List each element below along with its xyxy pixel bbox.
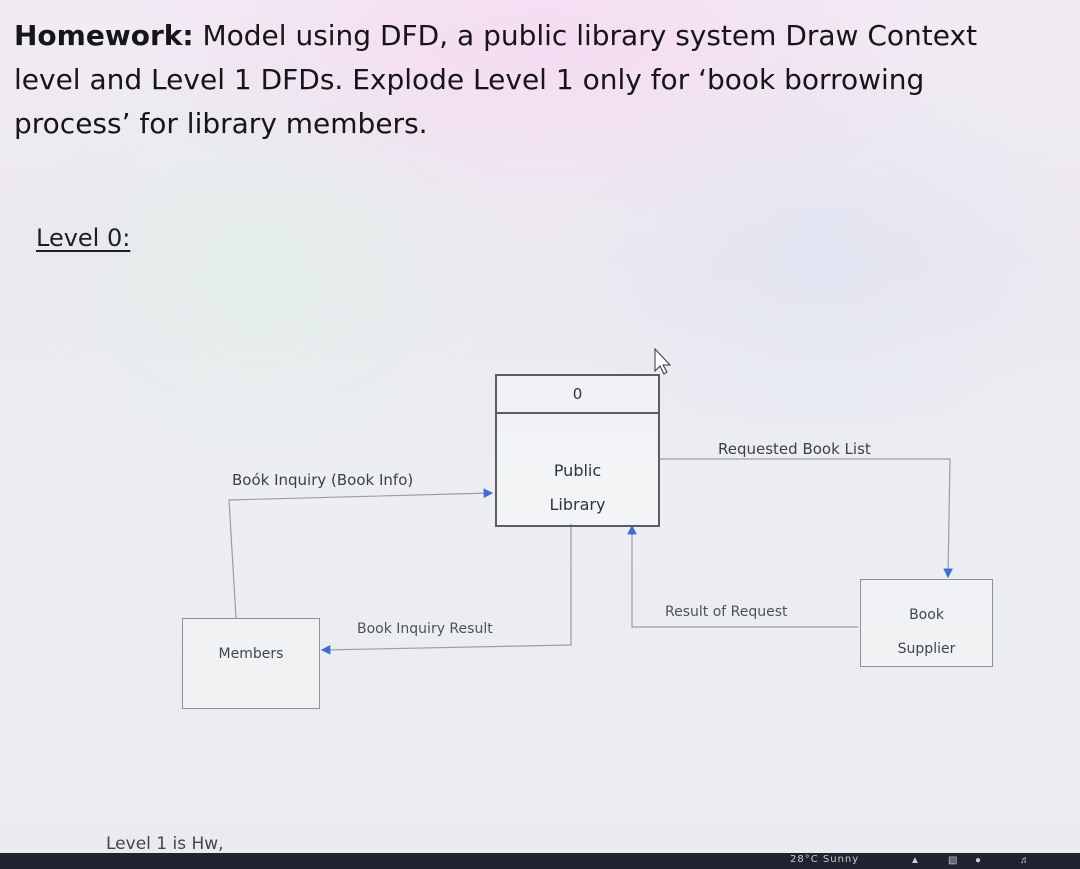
weather-widget[interactable]: 28°C Sunny xyxy=(790,854,860,865)
supplier-line2: Supplier xyxy=(897,641,956,657)
homework-label: Homework: xyxy=(14,19,194,52)
process-name-line1: Public xyxy=(553,461,602,480)
process-name-line2: Library xyxy=(549,495,606,514)
process-public-library: 0 Public Library xyxy=(495,374,660,527)
homework-text: Model using DFD, a public library system… xyxy=(14,19,978,140)
supplier-line1: Book xyxy=(909,607,944,623)
mouse-cursor-icon xyxy=(654,347,672,375)
process-name: Public Library xyxy=(497,414,658,522)
network-icon[interactable]: ▧ xyxy=(948,855,958,866)
flow-requested-book-list-line xyxy=(658,458,953,579)
process-id: 0 xyxy=(497,376,658,414)
flow-label-requested-book-list: Requested Book List xyxy=(718,440,871,458)
flow-label-book-inquiry-result: Book Inquiry Result xyxy=(357,621,493,637)
homework-prompt: Homework: Model using DFD, a public libr… xyxy=(14,14,1014,146)
entity-book-supplier: Book Supplier xyxy=(860,579,993,667)
flow-result-of-request-line xyxy=(627,524,858,628)
entity-members: Members xyxy=(182,618,320,709)
speaker-icon[interactable]: ♬ xyxy=(1020,855,1030,866)
flow-book-inquiry-result-line xyxy=(320,523,572,655)
level0-heading: Level 0: xyxy=(36,224,131,252)
flow-label-book-inquiry: Boók Inquiry (Book Info) xyxy=(232,471,414,489)
flow-book-inquiry-line xyxy=(228,488,494,619)
footer-note: Level 1 is Hw, xyxy=(106,834,224,854)
windows-taskbar: 28°C Sunny ▲ ▧ ● ♬ xyxy=(0,853,1080,869)
app-icon[interactable]: ● xyxy=(975,855,982,866)
chevron-up-icon[interactable]: ▲ xyxy=(910,855,920,866)
flow-label-result-of-request: Result of Request xyxy=(665,604,788,620)
